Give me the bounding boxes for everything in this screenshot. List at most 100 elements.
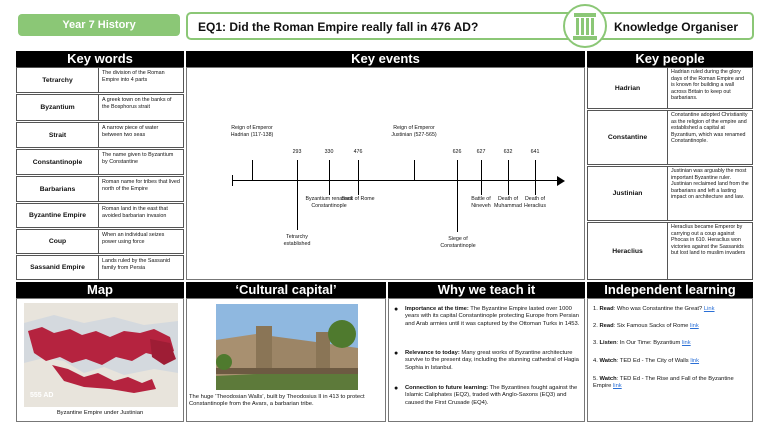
item-number: 5.: [593, 376, 598, 382]
cultural-capital-heading: ‘Cultural capital’: [186, 282, 386, 298]
person-name: Justinian: [588, 167, 668, 220]
event-death-muhammad: Death of Muhammad: [494, 196, 522, 209]
event-476: 476: [353, 149, 363, 155]
key-events-heading: Key events: [186, 51, 585, 67]
timeline-tick: [457, 160, 458, 232]
keyword-term: Tetrarchy: [17, 68, 99, 92]
item-verb: Listen: [599, 340, 617, 346]
event-hadrian: Reign of Emperor Hadrian (117-138): [230, 125, 274, 138]
keyword-definition: Roman land in the east that avoided barb…: [102, 206, 168, 219]
why-item-title: Importance at the time:: [405, 306, 469, 312]
timeline-tick: [481, 160, 482, 195]
keyword-definition: A narrow piece of water between two seas: [102, 125, 159, 138]
map-year-label: 555 AD: [30, 392, 54, 399]
item-text: : TED Ed - The Rise and Fall of the Byza…: [593, 376, 734, 390]
keyword-definition: The name given to Byzantium by Constanti…: [102, 152, 174, 165]
item-number: 3.: [593, 340, 598, 346]
item-number: 2.: [593, 323, 598, 329]
organiser-title: Knowledge Organiser: [613, 20, 738, 34]
keyword-term: Coup: [17, 230, 99, 253]
item-verb: Watch: [599, 376, 617, 382]
person-description: Heraclius became Emperor by carrying out…: [671, 224, 746, 257]
enquiry-question: EQ1: Did the Roman Empire really fall in…: [198, 20, 479, 34]
timeline-start-cap: [232, 175, 233, 186]
event-siege-constantinople: Siege of Constantinople: [440, 236, 476, 249]
why-item: ●Connection to future learning: The Byza…: [391, 385, 581, 407]
keyword-term: Byzantine Empire: [17, 204, 99, 227]
learning-item: 2. Read: Six Famous Sacks of Rome link: [593, 323, 753, 330]
key-people-heading: Key people: [587, 51, 753, 67]
item-text: : In Our Time: Byzantium: [616, 340, 681, 346]
subject-badge: Year 7 History: [18, 14, 180, 36]
person-name: Constantine: [588, 111, 668, 164]
event-632: 632: [503, 149, 513, 155]
link-sacks-of-rome[interactable]: link: [690, 323, 699, 329]
timeline-tick: [535, 160, 536, 195]
why-panel: [388, 298, 585, 422]
keyword-definition: Roman name for tribes that lived north o…: [102, 179, 180, 192]
learning-item: 4. Watch: TED Ed - The City of Walls lin…: [593, 358, 753, 365]
theodosian-walls-photo: [216, 304, 358, 390]
timeline-tick: [508, 160, 509, 195]
question-box: EQ1: Did the Roman Empire really fall in…: [186, 12, 754, 40]
keyword-term: Barbarians: [17, 177, 99, 201]
event-battle-nineveh: Battle of Nineveh: [471, 196, 491, 209]
byzantine-map: 555 AD: [24, 303, 178, 407]
timeline-tick: [297, 160, 298, 230]
keyword-definition: The division of the Roman Empire into 4 …: [102, 70, 165, 83]
independent-heading: Independent learning: [587, 282, 753, 298]
event-627: 627: [476, 149, 486, 155]
item-text: : TED Ed - The City of Walls: [616, 358, 689, 364]
why-item: ●Relevance to today: Many great works of…: [391, 350, 581, 372]
bullet-icon: ●: [394, 385, 399, 392]
event-626: 626: [452, 149, 462, 155]
keyword-definition: Lands ruled by the Sassanid family from …: [102, 258, 171, 271]
column-logo-icon: [563, 4, 607, 48]
bullet-icon: ●: [394, 350, 399, 357]
keyword-term: Sassanid Empire: [17, 256, 99, 279]
event-293: 293: [292, 149, 302, 155]
item-verb: Watch: [599, 358, 617, 364]
independent-panel: [587, 298, 753, 422]
key-events-panel: [186, 67, 585, 280]
keyword-term: Strait: [17, 123, 99, 147]
timeline-tick: [252, 160, 253, 180]
event-tetrarchy: Tetrarchy established: [283, 234, 311, 247]
link-constantine[interactable]: Link: [703, 306, 715, 312]
person-name: Heraclius: [588, 223, 668, 279]
why-item: ●Importance at the time: The Byzantine E…: [391, 306, 581, 328]
item-number: 1.: [593, 306, 598, 312]
event-641: 641: [530, 149, 540, 155]
timeline-tick: [358, 160, 359, 195]
link-in-our-time[interactable]: link: [681, 340, 691, 346]
why-item-title: Connection to future learning:: [405, 385, 489, 391]
why-item-title: Relevance to today:: [405, 350, 460, 356]
keyword-definition: When an individual seizes power using fo…: [102, 232, 165, 245]
map-caption: Byzantine Empire under Justinian: [56, 410, 144, 416]
event-330: 330: [324, 149, 334, 155]
timeline-axis: [232, 180, 559, 181]
timeline-tick: [329, 160, 330, 195]
keyword-term: Constantinople: [17, 150, 99, 174]
item-text: : Who was Constantine the Great?: [613, 306, 703, 312]
link-rise-and-fall[interactable]: link: [613, 383, 622, 390]
why-heading: Why we teach it: [388, 282, 585, 298]
event-sack-of-rome: Sack of Rome: [341, 196, 375, 202]
link-city-of-walls[interactable]: link: [690, 358, 700, 364]
item-verb: Read: [599, 306, 614, 312]
map-heading: Map: [16, 282, 184, 298]
person-description: Justinian was arguably the most importan…: [671, 168, 749, 201]
event-death-heraclius: Death of Heraclius: [523, 196, 547, 209]
cultural-caption: The huge ‘Theodosian Walls’, built by Th…: [189, 394, 365, 408]
